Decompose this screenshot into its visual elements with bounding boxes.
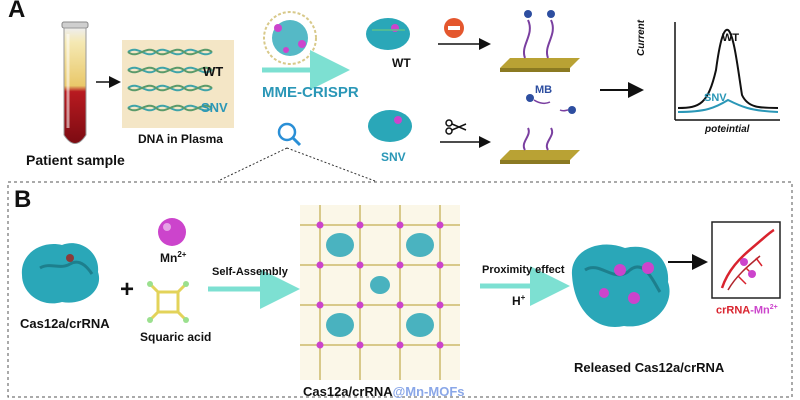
crrna-mn-box (711, 221, 781, 299)
magnifier-icon (277, 122, 302, 147)
panel-a-letter: A (8, 0, 26, 23)
squaric-acid-icon (147, 281, 189, 323)
mn-ion-sphere (158, 218, 186, 246)
wt-result-label: WT (392, 56, 411, 70)
cas12a-protein-wt-icon (366, 18, 410, 50)
snv-result-label: SNV (381, 150, 406, 164)
squaric-acid-label: Squaric acid (140, 330, 212, 344)
panel-b-frame (7, 181, 793, 398)
released-cas12a-label: Released Cas12a/crRNA (574, 360, 725, 375)
electrode-wt-icon (500, 10, 580, 72)
cas12a-label: Cas12a/crRNA (20, 316, 110, 331)
current-potential-graph (674, 22, 780, 121)
mme-crispr-label: MME-CRISPR (262, 84, 359, 101)
blood-tube-icon (61, 21, 89, 144)
scissors-icon (445, 119, 467, 135)
mof-label: Cas12a/crRNA@Mn-MOFs (303, 384, 465, 399)
self-assembly-label: Self-Assembly (212, 266, 288, 278)
snv-curve (677, 98, 779, 113)
wt-curve (677, 28, 779, 109)
dna-wt-label: WT (203, 64, 224, 79)
mof-structure-icon (263, 11, 317, 65)
plus-sign: + (120, 276, 135, 303)
proximity-effect-label: Proximity effect (482, 264, 565, 276)
graph-snv-label: SNV (704, 92, 727, 104)
dna-plasma-box (122, 40, 234, 128)
dna-in-plasma-label: DNA in Plasma (138, 132, 223, 146)
cas12a-protein-snv-icon (368, 110, 412, 142)
mb-label: MB (535, 84, 553, 96)
cas12a-crrna-icon (21, 243, 100, 304)
mn-label: Mn2+ (160, 250, 187, 265)
dna-snv-label: SNV (201, 100, 228, 115)
graph-wt-label: WT (722, 32, 740, 44)
mn-mof-lattice-icon (300, 205, 460, 380)
patient-sample-label: Patient sample (26, 152, 125, 168)
graph-x-label: poteintial (705, 124, 750, 135)
proton-label: H+ (512, 293, 526, 308)
electrode-snv-icon (500, 94, 580, 164)
panel-b-letter: B (14, 186, 32, 213)
crrna-mn-label: crRNA-Mn2+ (716, 304, 778, 317)
released-cas12a-icon (571, 244, 670, 327)
graph-y-label: Current (636, 19, 647, 56)
dna-helix-icon (127, 48, 213, 56)
